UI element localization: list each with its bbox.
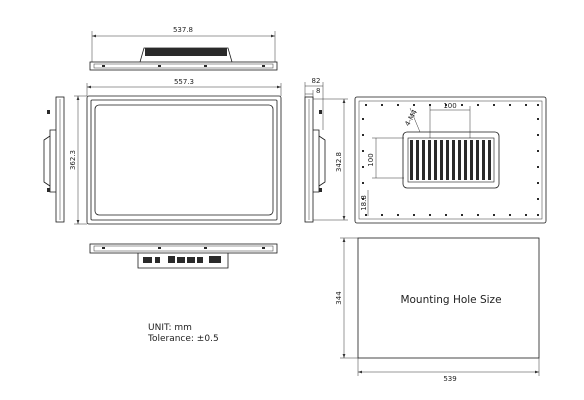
bottom-offset-dimension: 18.8 (360, 195, 368, 211)
depth-dimension: 82 (312, 77, 321, 85)
heatsink-fins (145, 48, 227, 56)
tolerance-note: Tolerance: ±0.5 (147, 334, 219, 344)
display-screen (94, 104, 274, 216)
front-height-dimension: 362.3 (69, 150, 77, 170)
cutout-width-dimension: 539 (443, 375, 456, 383)
vesa-vertical-dimension: 100 (367, 153, 375, 166)
rear-view: 100 4-M4 100 18.8 (354, 96, 547, 224)
perimeter-screws (362, 104, 539, 216)
unit-note: UNIT: mm (148, 323, 192, 333)
left-side-view (43, 96, 65, 223)
front-width-dimension: 557.3 (174, 78, 194, 86)
io-ports (143, 256, 221, 263)
front-view: 557.3 362.3 (69, 78, 282, 225)
cutout-label: Mounting Hole Size (400, 294, 501, 306)
top-view: 537.8 (89, 26, 278, 71)
vesa-horizontal-dimension: 100 (443, 102, 456, 110)
cutout-height-dimension: 344 (335, 291, 343, 305)
side-height-dimension: 342.8 (335, 152, 343, 172)
mounting-cutout: Mounting Hole Size 539 344 (335, 237, 540, 383)
notes: UNIT: mm Tolerance: ±0.5 (147, 323, 219, 344)
rear-heatsink (407, 137, 495, 183)
right-side-view: 82 8 342.8 (304, 77, 348, 223)
step-dimension: 8 (316, 87, 320, 95)
bottom-view (89, 243, 278, 269)
top-width-dimension: 537.8 (173, 26, 193, 34)
